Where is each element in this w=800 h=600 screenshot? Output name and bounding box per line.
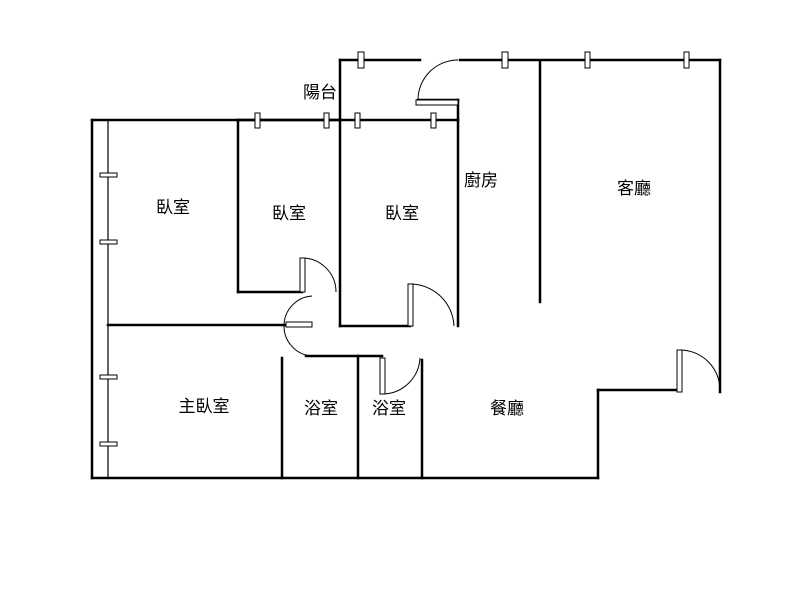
window-marker (254, 112, 261, 129)
window-marker (99, 239, 118, 245)
label-bathroom-1: 浴室 (304, 399, 338, 419)
windows (99, 51, 690, 447)
window-marker (357, 51, 365, 69)
door-master-bedroom (283, 295, 313, 357)
door-bedroom-middle (299, 257, 337, 293)
label-master-bedroom: 主臥室 (179, 397, 230, 417)
label-bathroom-2: 浴室 (372, 399, 406, 419)
window-marker (99, 172, 118, 178)
window-marker (99, 441, 118, 447)
door-living-room (676, 349, 721, 393)
label-bedroom-3: 臥室 (385, 204, 419, 224)
window-marker (323, 112, 330, 129)
label-bedroom-1: 臥室 (156, 198, 190, 218)
window-marker (430, 112, 437, 129)
window-marker (99, 374, 118, 380)
window-marker (354, 112, 361, 129)
label-kitchen: 廚房 (464, 170, 498, 191)
window-marker (683, 51, 690, 69)
window-marker (584, 51, 591, 69)
window-marker (501, 51, 509, 69)
interior-walls (106, 60, 542, 480)
label-bedroom-2: 臥室 (272, 204, 306, 224)
door-bathroom (379, 357, 421, 395)
doors (283, 59, 721, 395)
label-living-room: 客廳 (617, 179, 651, 199)
label-dining-room: 餐廳 (490, 399, 524, 419)
label-balcony: 陽台 (303, 83, 337, 103)
room-labels: 陽台 臥室 臥室 臥室 廚房 客廳 主臥室 浴室 浴室 餐廳 (156, 83, 651, 419)
door-bedroom-right (407, 283, 455, 327)
door-balcony (415, 59, 459, 106)
